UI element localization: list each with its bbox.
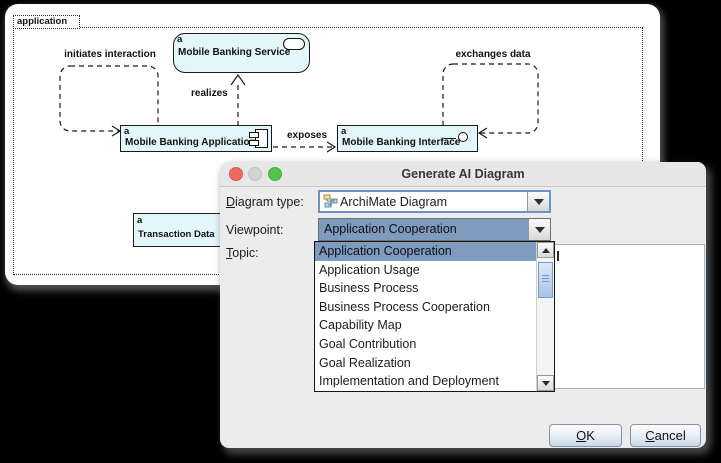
application-service-icon [283, 38, 305, 50]
viewpoint-option[interactable]: Application Usage [319, 262, 420, 277]
component-icon [249, 129, 268, 149]
viewpoint-option[interactable]: Goal Realization [319, 355, 411, 370]
application-group-label: application [13, 15, 80, 29]
viewpoint-dropdown-arrow[interactable] [528, 219, 550, 240]
zoom-window-button[interactable] [268, 167, 282, 181]
minimize-window-button[interactable] [248, 167, 262, 181]
realizes-arrowhead [230, 73, 246, 86]
viewpoint-combobox[interactable]: Application Cooperation [318, 218, 551, 241]
node-label: Transaction Data [138, 229, 215, 240]
dialog-titlebar[interactable]: Generate AI Diagram [220, 162, 706, 187]
node-mobile-banking-application[interactable]: a Mobile Banking Application [120, 125, 272, 152]
diagram-type-label: Diagram type: [226, 195, 304, 209]
edge-label-exposes[interactable]: exposes [286, 130, 328, 141]
topic-caret [557, 251, 559, 261]
initiates-interaction-loop[interactable] [59, 65, 159, 132]
node-label: Mobile Banking Interface [342, 137, 461, 148]
diagram-type-value: ArchiMate Diagram [340, 194, 447, 209]
generate-ai-diagram-dialog: Generate AI Diagram Diagram type: ArchiM… [220, 162, 706, 448]
viewpoint-option[interactable]: Application Cooperation [315, 242, 537, 261]
exchanges-arrowhead [477, 127, 488, 139]
node-label: Mobile Banking Service [178, 47, 291, 58]
archimate-diagram-icon [323, 194, 338, 208]
ok-button[interactable]: OK [549, 424, 622, 447]
diagram-type-dropdown-arrow[interactable] [527, 192, 549, 211]
viewpoint-option[interactable]: Goal Contribution [319, 336, 417, 351]
scroll-down-button[interactable] [537, 375, 554, 391]
edge-label-initiates-interaction[interactable]: initiates interaction [64, 49, 156, 60]
topic-label: Topic: [226, 246, 259, 260]
viewpoint-label: Viewpoint: [226, 223, 284, 237]
viewpoint-option[interactable]: Implementation and Deployment [319, 374, 499, 389]
cancel-button[interactable]: Cancel [630, 424, 701, 447]
node-transaction-data[interactable]: a Transaction Data [133, 213, 233, 247]
edge-label-realizes[interactable]: realizes [191, 88, 228, 99]
viewpoint-option[interactable]: Capability Map [319, 318, 402, 333]
diagram-type-combobox[interactable]: ArchiMate Diagram [318, 190, 551, 213]
diagram-edges [59, 63, 539, 153]
stereotype-marker: a [341, 126, 347, 137]
stereotype-marker: a [177, 34, 183, 45]
dialog-title: Generate AI Diagram [401, 167, 525, 181]
viewpoint-option[interactable]: Business Process [319, 281, 419, 296]
scrollbar-thumb[interactable] [538, 262, 553, 298]
exchanges-data-loop[interactable] [442, 63, 539, 134]
close-window-button[interactable] [229, 167, 243, 181]
interface-lollipop-icon [444, 138, 456, 139]
interface-lollipop-circle [458, 132, 468, 142]
viewpoint-option[interactable]: Business Process Cooperation [319, 299, 490, 314]
node-mobile-banking-service[interactable]: a Mobile Banking Service [173, 33, 310, 73]
stereotype-marker: a [124, 126, 130, 137]
viewpoint-list-scrollbar[interactable] [536, 242, 554, 391]
scroll-up-button[interactable] [537, 242, 554, 258]
exposes-arrowhead [326, 141, 337, 153]
node-label: Mobile Banking Application [125, 137, 256, 148]
edge-label-exchanges-data[interactable]: exchanges data [455, 49, 531, 60]
node-mobile-banking-interface[interactable]: a Mobile Banking Interface [337, 125, 478, 152]
stereotype-marker: a [137, 215, 143, 226]
viewpoint-value: Application Cooperation [324, 222, 457, 236]
